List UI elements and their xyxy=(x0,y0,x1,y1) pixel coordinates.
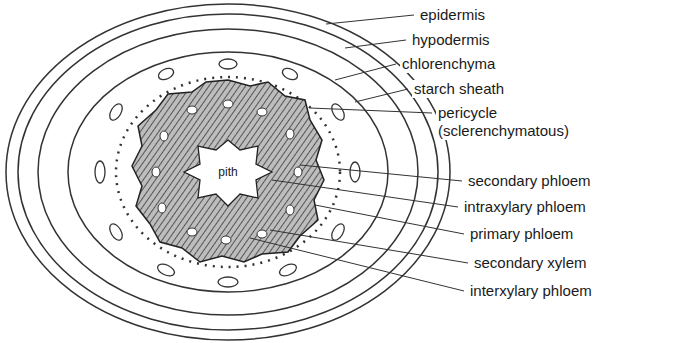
tissue-label: secondary xylem xyxy=(472,254,589,272)
layer-label: pericycle (sclerenchymatous) xyxy=(436,104,590,140)
region-label: pith xyxy=(216,165,239,179)
tissue-label: intraxylary phloem xyxy=(462,198,588,216)
layer-label: starch sheath xyxy=(412,80,506,98)
tissue-label: primary phloem xyxy=(468,225,575,243)
tissue-label: interxylary phloem xyxy=(468,282,594,300)
tissue-label: secondary phloem xyxy=(466,172,593,190)
layer-label: chlorenchyma xyxy=(400,55,497,73)
layer-label: hypodermis xyxy=(410,31,492,49)
layer-label: epidermis xyxy=(418,6,487,24)
